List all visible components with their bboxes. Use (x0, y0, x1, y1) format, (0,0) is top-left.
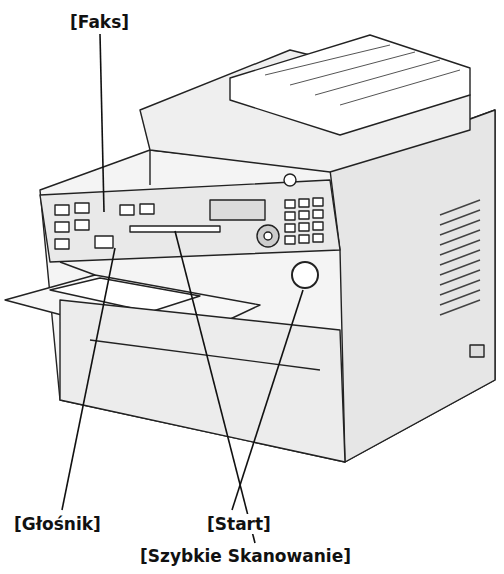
body-edge (149, 150, 150, 185)
power-button (284, 174, 296, 186)
leader-lines (62, 34, 303, 543)
callout-label: [Szybkie Skanowanie] (138, 546, 353, 566)
callout-label: [Start] (205, 514, 273, 534)
callout-label: [Faks] (68, 12, 131, 32)
leader-line (232, 290, 303, 510)
power-socket (470, 345, 484, 357)
paper-cassette (60, 300, 345, 462)
leader-line (175, 231, 255, 543)
control-panel (40, 180, 340, 262)
callout-label: [Głośnik] (12, 514, 103, 534)
tray-edge (60, 262, 95, 275)
panel-buttons (55, 200, 279, 249)
leader-line (62, 248, 115, 510)
vents (440, 200, 480, 315)
document-tray (230, 35, 470, 135)
paper-lines (265, 45, 460, 105)
keypad (285, 198, 323, 244)
leader-line (100, 34, 104, 212)
start-button (292, 262, 318, 288)
